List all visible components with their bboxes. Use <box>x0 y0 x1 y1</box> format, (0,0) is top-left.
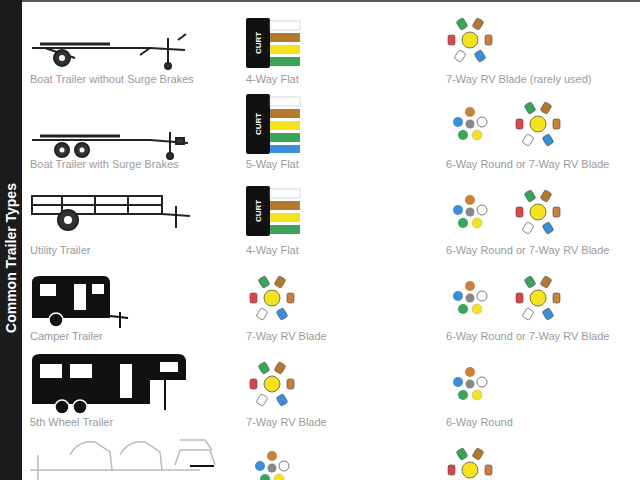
4-way-flat-connector <box>246 18 300 68</box>
item-label: 4-Way Flat <box>246 73 299 86</box>
7-way-blade-connector <box>516 102 560 147</box>
item-label: 6-Way Round or 7-Way RV Blade <box>446 244 609 257</box>
6-way-round-connector <box>453 367 487 400</box>
utility-trailer <box>32 196 190 230</box>
item-label: 4-Way Flat <box>246 244 299 257</box>
item-label: Camper Trailer <box>30 330 103 343</box>
side-band <box>0 0 22 480</box>
6-way-round-connector <box>453 107 487 140</box>
item-label: 6-Way Round or 7-Way RV Blade <box>446 158 609 171</box>
7-way-blade-connector <box>516 276 560 321</box>
item-label: 6-Way Round or 7-Way RV Blade <box>446 330 609 343</box>
item-label: Utility Trailer <box>30 244 91 257</box>
item-label: 7-Way RV Blade (rarely used) <box>446 73 592 86</box>
item-label: 5-Way Flat <box>246 158 299 171</box>
7-way-blade-connector <box>448 18 492 63</box>
6-way-round-connector <box>453 195 487 228</box>
item-label: 5th Wheel Trailer <box>30 416 113 429</box>
7-way-blade-connector <box>250 276 294 321</box>
item-label: Boat Trailer without Surge Brakes <box>30 73 194 86</box>
item-label: Boat Trailer with Surge Brakes <box>30 158 179 171</box>
boat-trailer-surge <box>32 132 188 159</box>
brand-logo: CURT <box>254 113 263 135</box>
chart-title: Common Trailer Types <box>3 183 19 333</box>
toy-hauler-partial <box>30 440 215 480</box>
5-way-flat-connector <box>246 94 300 154</box>
boat-trailer <box>32 34 186 69</box>
6-way-round-connector <box>453 281 487 314</box>
6-way-round-connector <box>255 451 289 480</box>
7-way-blade-connector <box>516 190 560 235</box>
item-label: 6-Way Round <box>446 416 513 429</box>
fifth-wheel-trailer <box>32 354 186 414</box>
item-label: 7-Way RV Blade <box>246 330 327 343</box>
camper-trailer <box>32 276 128 328</box>
7-way-blade-connector <box>448 448 492 480</box>
4-way-flat-connector <box>246 186 300 236</box>
item-label: 7-Way RV Blade <box>246 416 327 429</box>
brand-logo: CURT <box>254 200 263 222</box>
brand-logo: CURT <box>254 32 263 54</box>
7-way-blade-connector <box>250 362 294 407</box>
